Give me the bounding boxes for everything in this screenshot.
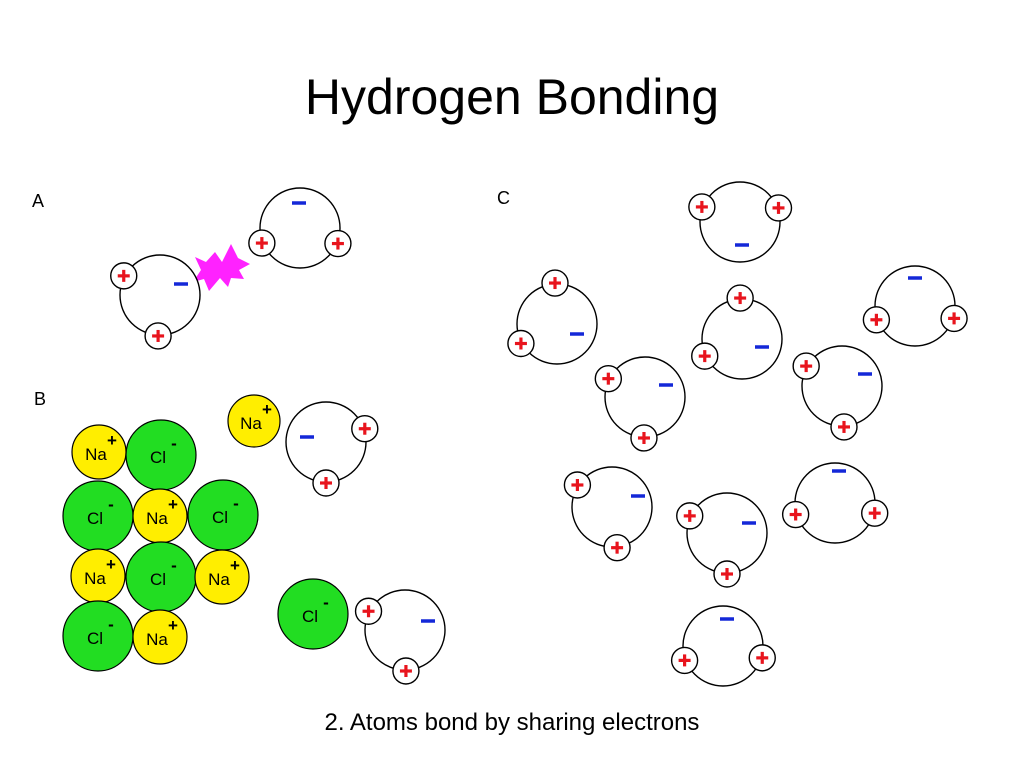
sodium-symbol: Na: [84, 569, 106, 588]
chloride-ion: Cl-: [277, 578, 349, 650]
sodium-ion: Na+: [227, 394, 281, 448]
chloride-charge: -: [108, 495, 114, 514]
slide-title: Hydrogen Bonding: [304, 69, 720, 125]
water-molecule: [507, 269, 598, 365]
hydrogen-bond-icon: [193, 244, 250, 291]
chloride-symbol: Cl: [302, 607, 318, 626]
water-molecule: [248, 187, 352, 269]
oxygen-atom: [699, 181, 781, 263]
oxygen-atom: [794, 462, 876, 544]
chloride-charge: -: [323, 593, 329, 612]
chloride-ion-circle: [277, 578, 349, 650]
chloride-ion: Cl-: [125, 419, 197, 491]
sodium-charge: +: [168, 616, 178, 635]
water-molecule: [563, 466, 653, 562]
panel-label-a: A: [32, 191, 44, 211]
chloride-symbol: Cl: [150, 448, 166, 467]
chloride-symbol: Cl: [212, 508, 228, 527]
sodium-ion-circle: [132, 609, 188, 665]
chloride-charge: -: [233, 494, 239, 513]
water-molecule: [354, 589, 446, 685]
water-molecule: [792, 345, 883, 441]
water-molecule: [688, 181, 793, 263]
water-molecule: [110, 254, 201, 350]
chloride-ion: Cl-: [125, 541, 197, 613]
sodium-ion: Na+: [132, 609, 188, 665]
chloride-ion: Cl-: [62, 600, 134, 672]
panel-label-b: B: [34, 389, 46, 409]
chloride-charge: -: [171, 556, 177, 575]
sodium-ion-circle: [227, 394, 281, 448]
water-molecule: [781, 462, 889, 544]
chloride-ion: Cl-: [62, 480, 134, 552]
sodium-charge: +: [168, 495, 178, 514]
chloride-symbol: Cl: [150, 570, 166, 589]
water-molecule: [670, 605, 776, 687]
water-molecule: [862, 265, 968, 347]
sodium-ion-circle: [194, 549, 250, 605]
sodium-symbol: Na: [208, 570, 230, 589]
sodium-ion: Na+: [70, 548, 126, 604]
sodium-charge: +: [106, 555, 116, 574]
sodium-charge: +: [230, 556, 240, 575]
water-molecule: [594, 356, 686, 452]
chloride-symbol: Cl: [87, 509, 103, 528]
chloride-charge: -: [108, 615, 114, 634]
water-molecule: [676, 492, 768, 588]
sodium-ion: Na+: [194, 549, 250, 605]
chloride-ion: Cl-: [187, 479, 259, 551]
sodium-charge: +: [262, 400, 272, 419]
chloride-charge: -: [171, 434, 177, 453]
slide-caption: 2. Atoms bond by sharing electrons: [324, 709, 700, 736]
sodium-symbol: Na: [146, 509, 168, 528]
sodium-charge: +: [107, 431, 117, 450]
oxygen-atom: [259, 187, 341, 269]
sodium-symbol: Na: [240, 414, 262, 433]
panel-label-c: C: [497, 188, 510, 208]
sodium-ion: Na+: [71, 424, 127, 480]
sodium-ion: Na+: [132, 488, 188, 544]
sodium-symbol: Na: [146, 630, 168, 649]
sodium-symbol: Na: [85, 445, 107, 464]
water-molecule: [691, 284, 783, 380]
chloride-symbol: Cl: [87, 629, 103, 648]
water-molecule: [285, 401, 379, 497]
